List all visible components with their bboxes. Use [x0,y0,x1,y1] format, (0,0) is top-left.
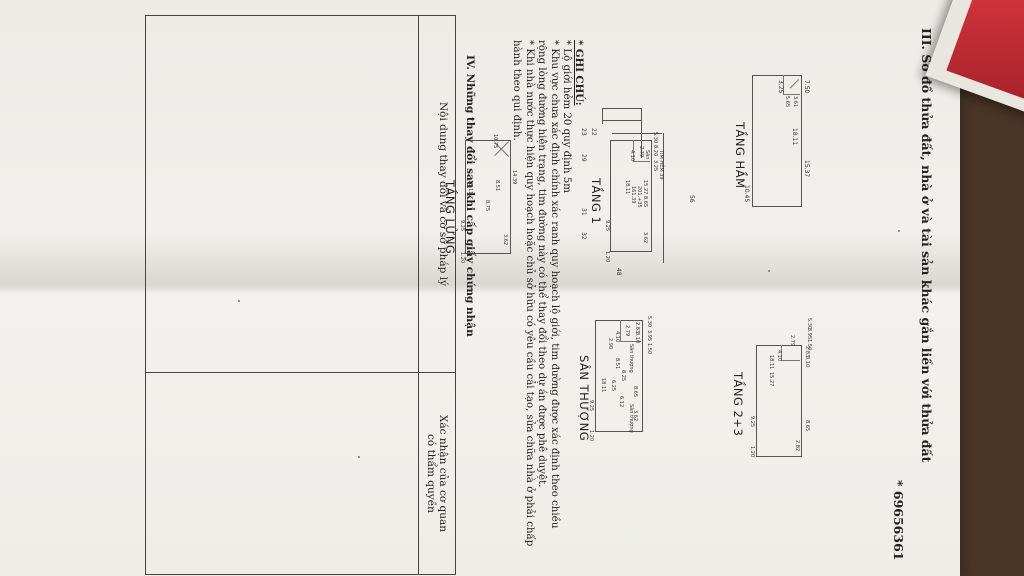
column-header-content: Nội dung thay đổi và cơ sở pháp lý [418,15,456,373]
label-tang-ham: TẦNG HẦM [733,122,747,189]
section-3-title: III. Sơ đồ thửa đất, nhà ở và tài sản kh… [919,28,934,463]
document-number: * 69656361 [891,480,906,561]
note-line: * Lộ giới hẻm 20 quy định 5m [561,40,573,193]
table-cell-empty [145,372,419,575]
note-line: * Khu vực chưa xác định chính xác ranh q… [536,40,561,529]
changes-table: Nội dung thay đổi và cơ sở pháp lý Xác n… [145,15,456,575]
notes-title: * GHI CHÚ: [573,40,585,106]
column-header-confirmation: Xác nhận của cơ quan có thẩm quyền [418,372,456,575]
alley-label: TIM HẺM 39 [658,150,664,180]
label-tang-1: TẦNG 1 [589,178,603,225]
note-line: * Khi nhà nước thực hiện quy hoạch hoặc … [511,40,536,547]
table-cell-empty [145,15,419,373]
certificate-page: III. Sơ đồ thửa đất, nhà ở và tài sản kh… [0,0,960,576]
label-tang-2-3: TẦNG 2+3 [731,372,745,437]
book-cover [946,0,1024,102]
section-4-title: IV. Những thay đổi sau khi cấp giấy chứn… [464,55,476,337]
notes-section: * GHI CHÚ: * Lộ giới hẻm 20 quy định 5m … [510,40,586,550]
